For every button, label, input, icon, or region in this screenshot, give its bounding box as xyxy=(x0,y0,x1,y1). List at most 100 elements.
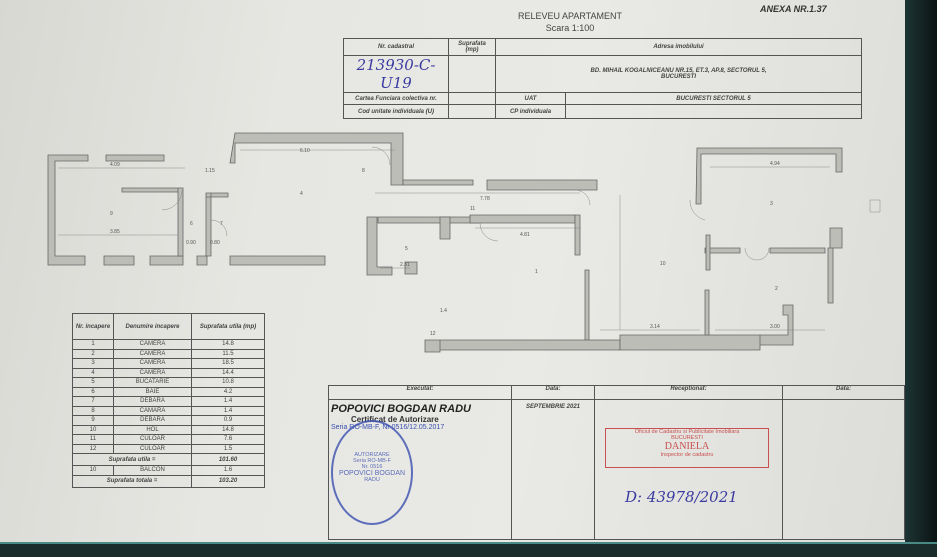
dim-label: 1.15 xyxy=(205,168,215,174)
room-name: BAIE xyxy=(113,386,192,397)
document-title: RELEVEU APARTAMENT xyxy=(517,11,623,21)
room-number: 9 xyxy=(110,211,113,217)
room-nr: 3 xyxy=(72,358,114,369)
room-number: 5 xyxy=(405,246,408,252)
date2-header: Data: xyxy=(782,385,905,400)
dim-label: 1.4 xyxy=(440,308,447,314)
executor-name: POPOVICI BOGDAN RADU xyxy=(331,403,471,415)
stamp-line: RADU xyxy=(364,477,380,483)
room-nr: 8 xyxy=(72,405,114,416)
dim-label: 4.94 xyxy=(770,161,780,167)
room-number: 3 xyxy=(770,201,773,207)
walls xyxy=(47,132,843,353)
room-number: 6 xyxy=(190,221,193,227)
room-area: 1.4 xyxy=(191,405,265,416)
total-label: Suprafata totala = xyxy=(72,474,192,488)
stamp-line: Seria RO-MB-F xyxy=(353,458,391,464)
cp-label: CP individuala xyxy=(495,104,566,119)
balcony-nr: 10 xyxy=(72,465,114,476)
dim-label: 4.81 xyxy=(520,232,530,238)
executed-header: Executat: xyxy=(328,385,512,400)
dim-label: 4.09 xyxy=(110,162,120,168)
ocpi-inspector: DANIELA xyxy=(664,441,710,452)
room-area: 10.8 xyxy=(191,377,265,388)
dim-label: 0.90 xyxy=(186,240,196,246)
document-scale: Scara 1:100 xyxy=(545,23,595,33)
room-name: CULOAR xyxy=(113,434,192,445)
room-area: 7.6 xyxy=(191,434,265,445)
room-name: CAMARA xyxy=(113,405,192,416)
room-nr: 7 xyxy=(72,396,114,407)
date-header: Data: xyxy=(511,385,595,400)
dim-label: 3.00 xyxy=(770,324,780,330)
room-name: CULOAR xyxy=(113,443,192,454)
room-name: CAMERA xyxy=(113,367,192,378)
background-edge xyxy=(905,0,937,555)
room-name: DEBARA xyxy=(113,396,192,407)
balcony-area: 1.6 xyxy=(191,465,265,476)
room-name: CAMERA xyxy=(113,339,192,350)
room-name: CAMERA xyxy=(113,348,192,359)
door-swings xyxy=(161,146,881,261)
room-number: 11 xyxy=(470,206,475,212)
executor-stamp: AUTORIZARE Seria RO-MB-F Nr. 0516 POPOVI… xyxy=(331,420,413,525)
room-area: 4.2 xyxy=(191,386,265,397)
room-nr: 11 xyxy=(72,434,114,445)
ocpi-role: Inspector de cadastru xyxy=(660,452,714,458)
dimension-labels: 4.09 1.15 3.85 0.90 0.80 6.10 7.78 2.31 … xyxy=(110,148,780,330)
room-name: CAMERA xyxy=(113,358,192,369)
room-number: 12 xyxy=(430,331,436,337)
registration-number: D: 43978/2021 xyxy=(625,488,738,506)
dim-label: 2.31 xyxy=(400,262,410,268)
room-number: 7 xyxy=(220,221,223,227)
ocpi-city: BUCURESTI xyxy=(671,435,703,441)
execution-date: SEPTEMBRIE 2021 xyxy=(511,399,595,540)
room-area: 18.5 xyxy=(191,358,265,369)
annex-number: ANEXA NR.1.37 xyxy=(760,4,827,14)
certificate: Certificat de Autorizare xyxy=(351,415,439,424)
room-nr: 9 xyxy=(72,415,114,426)
room-area: 11.5 xyxy=(191,348,265,359)
room-nr: 1 xyxy=(72,339,114,350)
room-name: DEBARA xyxy=(113,415,192,426)
room-area: 14.4 xyxy=(191,367,265,378)
room-area: 1.5 xyxy=(191,443,265,454)
room-area: 1.4 xyxy=(191,396,265,407)
dim-label: 3.85 xyxy=(110,229,120,235)
room-nr: 4 xyxy=(72,367,114,378)
received-header: Receptionat: xyxy=(594,385,783,400)
signature-table: Executat:Data:Receptionat:Data: POPOVICI… xyxy=(328,385,905,540)
dim-label: 0.80 xyxy=(210,240,220,246)
dim-label: 6.10 xyxy=(300,148,310,154)
room-nr: 5 xyxy=(72,377,114,388)
room-nr: 2 xyxy=(72,348,114,359)
room-number: 1 xyxy=(535,269,538,275)
room-area: 14.8 xyxy=(191,339,265,350)
room-area: 0.9 xyxy=(191,415,265,426)
executor-cell: POPOVICI BOGDAN RADU Certificat de Autor… xyxy=(328,399,512,540)
useful-label: Suprafata utila = xyxy=(72,453,192,466)
stamp-line: POPOVICI BOGDAN xyxy=(338,470,406,477)
room-nr: 6 xyxy=(72,386,114,397)
room-numbers: 9 6 7 8 4 5 11 1 10 2 3 12 xyxy=(110,168,778,337)
col-name: Denumire incapere xyxy=(113,313,192,340)
room-number: 4 xyxy=(300,191,303,197)
room-name: HOL xyxy=(113,424,192,435)
floor-plan: 4.09 1.15 3.85 0.90 0.80 6.10 7.78 2.31 … xyxy=(47,132,881,353)
total-value: 103.20 xyxy=(191,474,265,488)
cadastral-value: 213930-C-U19 xyxy=(343,55,449,93)
background-bottom xyxy=(0,542,937,557)
stamp-line: Nr. 0516 xyxy=(361,464,383,470)
